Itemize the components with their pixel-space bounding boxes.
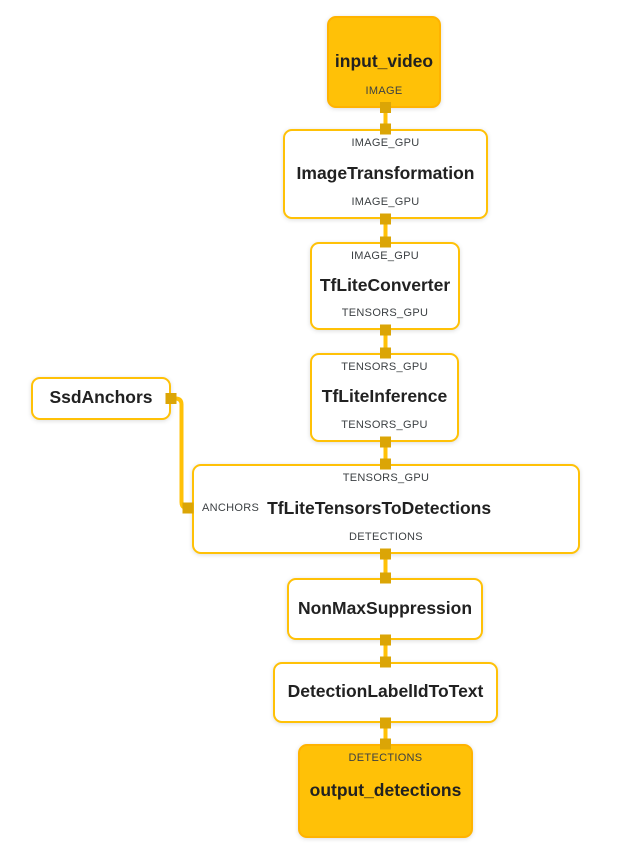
anchors-port-label: ANCHORS bbox=[202, 501, 260, 514]
node-title-row: input_video bbox=[334, 50, 434, 72]
stream-label-spacer bbox=[308, 815, 463, 828]
node-title: input_video bbox=[334, 50, 434, 71]
input-port-label: DETECTIONS bbox=[348, 752, 423, 764]
node-input-video[interactable]: input_video IMAGE bbox=[327, 16, 441, 108]
node-tflite-tensors-to-detections[interactable]: TENSORS_GPU ANCHORS TfLiteTensorsToDetec… bbox=[192, 464, 580, 554]
node-tflite-converter[interactable]: IMAGE_GPU TfLiteConverter TENSORS_GPU bbox=[310, 242, 460, 330]
node-tflite-inference[interactable]: TENSORS_GPU TfLiteInference TENSORS_GPU bbox=[310, 353, 459, 442]
input-port-label: IMAGE_GPU bbox=[351, 137, 420, 149]
node-title-row: DetectionLabelIdToText bbox=[283, 681, 488, 702]
node-title: TfLiteInference bbox=[321, 386, 448, 406]
input-port-label: IMAGE_GPU bbox=[350, 250, 420, 262]
node-title: TfLiteTensorsToDetections bbox=[267, 497, 492, 518]
input-port-label: TENSORS_GPU bbox=[341, 361, 428, 373]
node-title-row: NonMaxSuppression bbox=[297, 598, 473, 619]
node-title-row: SsdAnchors bbox=[41, 387, 161, 408]
node-title-row: ANCHORS TfLiteTensorsToDetections bbox=[202, 498, 570, 519]
output-port-label: TENSORS_GPU bbox=[341, 419, 428, 431]
node-non-max-suppression[interactable]: NonMaxSuppression bbox=[287, 578, 483, 640]
node-detection-label-id-to-text[interactable]: DetectionLabelIdToText bbox=[273, 662, 498, 723]
node-title: output_detections bbox=[309, 779, 462, 800]
node-title-row: TfLiteInference bbox=[320, 386, 449, 407]
output-port-label: TENSORS_GPU bbox=[341, 307, 429, 319]
node-title-row: output_detections bbox=[308, 780, 463, 801]
output-port-label: IMAGE_GPU bbox=[351, 196, 420, 208]
node-title: DetectionLabelIdToText bbox=[287, 681, 484, 701]
stream-label-spacer bbox=[337, 24, 431, 37]
node-title: SsdAnchors bbox=[49, 387, 153, 407]
input-port-label: TENSORS_GPU bbox=[342, 472, 430, 484]
node-title-row: ImageTransformation bbox=[293, 163, 478, 184]
node-image-transformation[interactable]: IMAGE_GPU ImageTransformation IMAGE_GPU bbox=[283, 129, 488, 219]
node-title: TfLiteConverter bbox=[319, 274, 451, 295]
node-title-row: TfLiteConverter bbox=[320, 275, 450, 296]
output-port-label: DETECTIONS bbox=[349, 531, 423, 543]
edge-ssd-anchors-to-anchors-port bbox=[171, 396, 190, 510]
node-title: ImageTransformation bbox=[296, 162, 475, 183]
node-output-detections[interactable]: DETECTIONS output_detections bbox=[298, 744, 473, 838]
node-ssd-anchors[interactable]: SsdAnchors bbox=[31, 377, 171, 420]
node-title: NonMaxSuppression bbox=[297, 597, 473, 618]
output-port-label: IMAGE bbox=[365, 85, 403, 97]
